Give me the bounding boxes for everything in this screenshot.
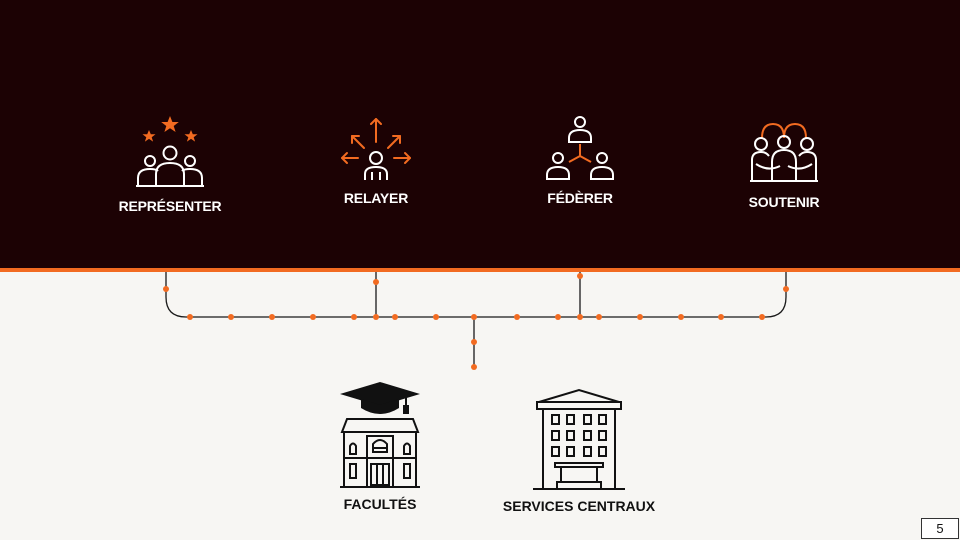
role-representer: REPRÉSENTER [70,116,270,214]
entity-label: FACULTÉS [343,496,417,512]
role-federer: FÉDÈRER [480,116,680,206]
role-label: FÉDÈRER [547,190,613,206]
role-soutenir: SOUTENIR [684,116,884,210]
accent-divider [0,268,960,272]
people-embracing-icon [750,122,818,182]
role-label: SOUTENIR [748,194,820,210]
connector-dots [163,273,789,370]
entity-services-centraux: SERVICES CENTRAUX [490,388,668,514]
role-label: RELAYER [343,190,409,206]
header-band [0,0,960,268]
role-relayer: RELAYER [276,116,476,206]
university-building-icon [340,382,420,488]
entity-label: SERVICES CENTRAUX [502,498,656,514]
office-building-icon [533,388,625,490]
group-with-stars-icon [136,116,204,187]
page-number: 5 [921,518,959,539]
role-label: REPRÉSENTER [118,198,222,214]
bus-line [165,272,787,318]
entity-facultes: FACULTÉS [320,380,440,512]
person-broadcast-arrows-icon [341,118,411,180]
three-people-network-icon [546,116,614,180]
